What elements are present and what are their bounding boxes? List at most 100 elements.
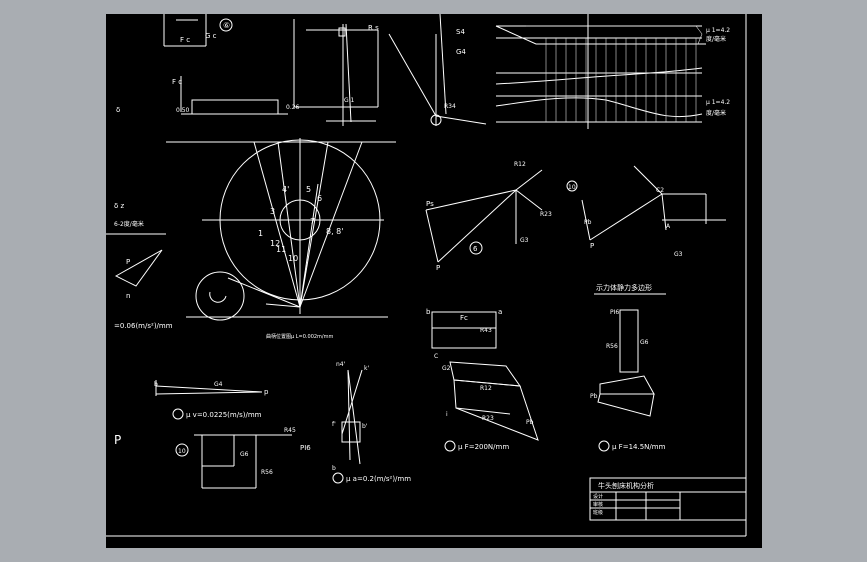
label-big-p: P [114,433,121,447]
acc-label-k: k' [364,365,369,372]
label-delta3: δ z [114,202,125,210]
bottom-force-sketch: 10 G6 R56 R45 PI6 [175,427,311,489]
label-circle-text: 曲柄位置图μ L=0.002m/mm [266,333,333,340]
title-block-row-3: 班级 [593,509,603,516]
circle-num-1: 1 [258,229,263,238]
label-g1: G 1 [344,97,355,104]
label-pis: PI6 [300,444,311,452]
acceleration-polygon: n4' k' f' b' b μ a=0.2(m/s²)/mm [332,361,411,484]
label-p-small: P [126,258,130,266]
label-top-gc: G c [205,32,217,40]
label-g4: G4 [456,48,466,56]
force-diagram-9: Ps P R23 G3 R12 6 [425,161,552,272]
label-vel-scale: μ v=0.0225(m/s)/mm [186,411,262,419]
label-top-rs: R s [368,24,379,32]
crank-circle-diagram: 4' 5 3 6 1 8, 8' 11 10 12 7 曲柄位置图μ L=0.0… [166,138,396,340]
title-block-row-2: 审核 [593,501,603,508]
label-c1: C [434,353,438,360]
label-mu1: μ 1=4.2 [706,27,730,34]
left-delta-sketch: δ z 6-2度/毫米 P n =0.06(m/s²)/mm [106,202,173,330]
marker-6-top: ⑥ [223,21,230,30]
grid-verticals [545,38,697,122]
circle-num-4: 4' [282,185,289,194]
marker-10-bottom: 10 [178,448,186,455]
label-r12-a: R12 [514,161,526,168]
vel-label-g: G4 [214,381,223,388]
top-right-graphs: μ 1=4.2 度/毫米 μ 1=4.2 度/毫米 [495,25,730,123]
label-pl-top: PI6 [610,309,619,316]
label-delta: δ [116,106,120,114]
title-block-row-1: 设计 [593,493,603,500]
label-pb: Pb [526,419,534,426]
label-p-right: P [590,242,594,250]
label-p-force: P [436,264,440,272]
acc-label-n: n4' [336,361,346,368]
acc-label-bb: b [332,465,336,472]
label-i: i [446,411,448,418]
force-polygon-200: b a Fc R43 C G2 R12 R23 i Pb μ F=200N/mm [426,308,539,452]
force-diagram-right: Pb P C2 A G3 10 [566,165,726,258]
acc-label-b: b' [362,423,368,430]
title-block-title: 牛头刨床机构分析 [598,481,654,490]
label-g2: G2 [442,365,451,372]
label-n: n [126,292,130,300]
label-r43: R43 [480,327,492,334]
label-ps: Ps [426,200,434,208]
circle-num-8: 8, 8' [326,227,343,236]
label-mu2-unit: 度/毫米 [706,109,726,117]
label-g6: G6 [240,451,249,458]
label-mu1-unit: 度/毫米 [706,35,726,43]
acc-label-f: f' [332,421,336,428]
label-s: S4 [456,28,465,36]
force-polygon-145: 示力体静力多边形 PI6 G6 R56 Pb μ F=14.5N/mm [590,283,666,452]
marker-circle-top [219,18,233,32]
label-g3-a: G3 [520,237,529,244]
label-deg: 6-2度/毫米 [114,220,144,228]
circle-num-12: 12 [270,239,280,248]
label-a2: A [666,223,671,230]
label-r45: R45 [284,427,296,434]
marker-10-right: 10 [568,184,576,191]
label-b1: b [426,308,431,316]
label-force-poly-title: 示力体静力多边形 [596,283,652,292]
velocity-polygon: b G4 p μ v=0.0225(m/s)/mm [154,380,269,420]
label-r23-b: R23 [482,415,494,422]
label-a1: a [498,308,502,316]
circle-num-3: 3 [270,207,275,216]
label-r12-b: R12 [480,385,492,392]
label-force-scale1: μ F=200N/mm [458,443,509,451]
circle-num-7: 7 [310,217,315,226]
label-acc-scale: μ a=0.2(m/s²)/mm [346,475,411,483]
label-r-left: R56 [606,343,618,350]
top-slider-forces: S4 G4 R34 [388,14,487,126]
label-pb-right: Pb [590,393,598,400]
label-delta-val: 0.50 [176,107,190,114]
label-r56: R56 [261,469,273,476]
label-g3-b: G3 [674,251,683,258]
top-left-sketch: F c G c ⑥ F c 0.50 δ [116,14,288,115]
drawing-sheet: F c G c ⑥ F c 0.50 δ R s G 1 0.26 S4 G4 … [106,14,762,548]
label-mu2: μ 1=4.2 [706,99,730,106]
top-force-plot: R s G 1 0.26 [286,19,379,126]
label-force-scale2: μ F=14.5N/mm [612,443,666,451]
label-n-num: 0.26 [286,104,300,111]
vel-label-b: b [154,381,158,388]
label-rs4: R34 [444,103,456,110]
label-scale-mu: =0.06(m/s²)/mm [114,322,173,330]
label-top-fc2: F c [172,78,182,86]
circle-num-5: 5 [306,185,311,194]
label-g-right: G6 [640,339,649,346]
drawing-frame [106,14,747,537]
circle-num-11: 11 [276,245,286,254]
label-fc: Fc [460,314,468,322]
vel-label-p: p [264,388,269,396]
label-top-fc: F c [180,36,190,44]
label-r23: R23 [540,211,552,218]
marker-6: 6 [473,245,478,253]
circle-num-10: 10 [288,254,298,263]
label-c2: C2 [656,187,664,194]
title-block: 牛头刨床机构分析 设计 审核 班级 [589,477,747,521]
cad-drawing: F c G c ⑥ F c 0.50 δ R s G 1 0.26 S4 G4 … [106,14,747,537]
circle-num-6: 6 [317,194,322,203]
label-ps-right: Pb [584,219,592,226]
